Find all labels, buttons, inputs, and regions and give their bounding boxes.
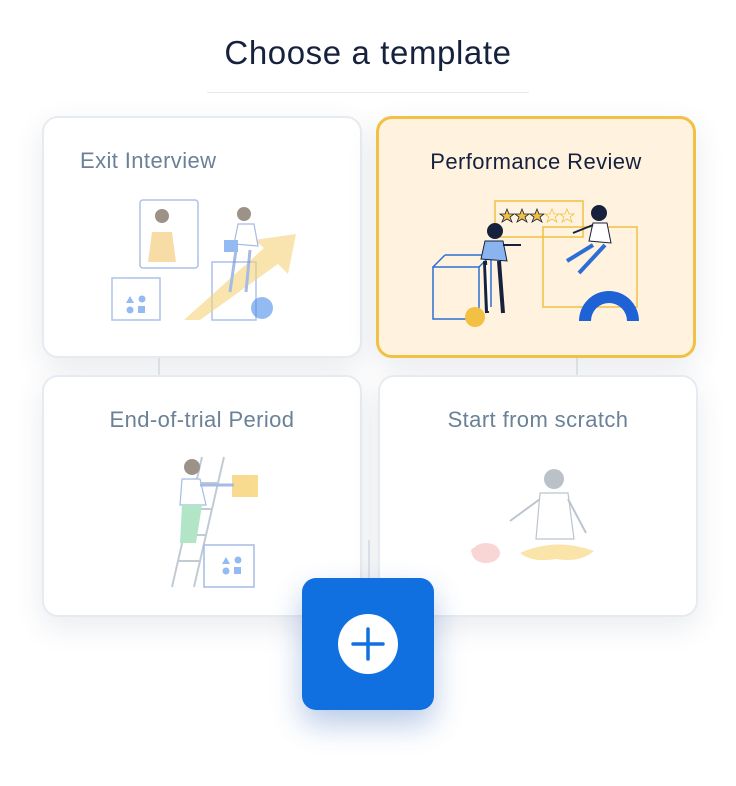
template-label: Start from scratch <box>447 407 629 432</box>
card-connector <box>158 356 160 376</box>
performance-review-illustration <box>432 200 639 327</box>
page-title: Choose a template <box>224 34 512 71</box>
plus-icon-circle <box>338 614 398 674</box>
template-card-exit-interview[interactable]: Exit Interview <box>42 116 362 358</box>
end-of-trial-illustration <box>171 456 258 588</box>
template-label: Exit Interview <box>80 148 217 173</box>
template-card-end-of-trial-period[interactable]: End-of-trial Period <box>42 375 362 617</box>
rating-stars <box>498 207 576 223</box>
card-connector <box>576 356 578 376</box>
start-from-scratch-illustration <box>471 469 594 563</box>
title-divider <box>207 92 529 93</box>
card-connector <box>368 540 370 580</box>
template-label: Performance Review <box>430 149 642 174</box>
template-label: End-of-trial Period <box>109 407 295 432</box>
exit-interview-illustration <box>111 199 296 321</box>
plus-icon <box>351 627 385 661</box>
template-card-start-from-scratch[interactable]: Start from scratch <box>378 375 698 617</box>
add-template-button[interactable] <box>302 578 434 710</box>
template-card-performance-review[interactable]: Performance Review <box>376 116 696 358</box>
